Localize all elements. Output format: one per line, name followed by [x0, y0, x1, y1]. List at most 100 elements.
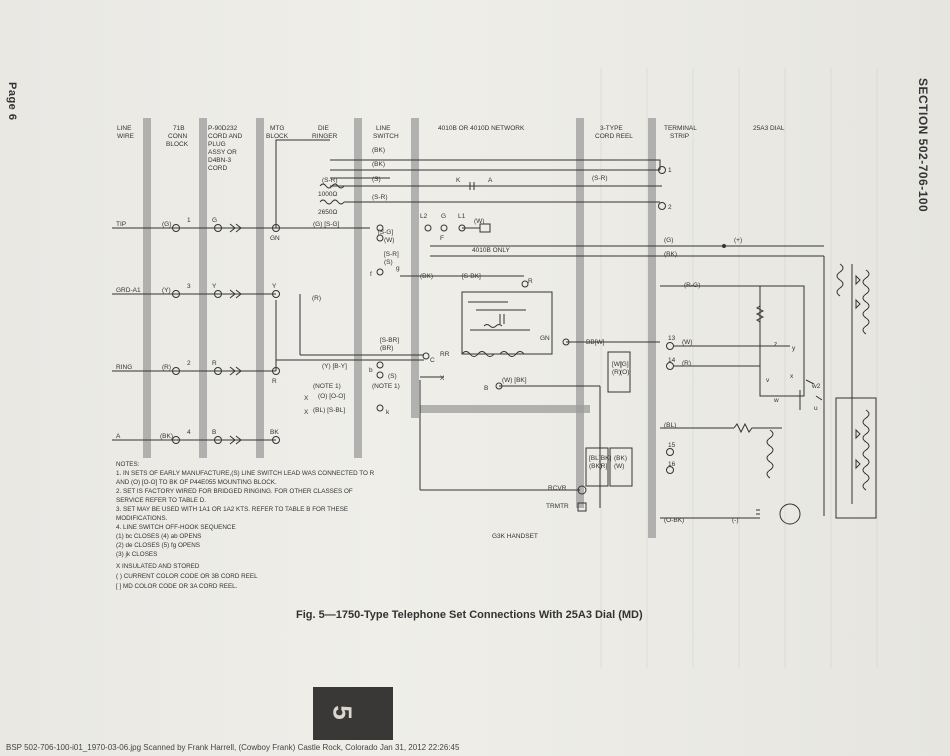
figure-caption: Fig. 5—1750-Type Telephone Set Connectio…: [296, 609, 643, 621]
lbl-c: C: [430, 357, 435, 364]
lbl-b-net: B: [484, 385, 488, 392]
hdr-dial: 25A3 DIAL: [753, 125, 785, 132]
lbl-n3: 3: [187, 283, 191, 290]
wiring-diagram: LINE WIRE 71B CONN BLOCK P-90D232 CORD A…: [112, 118, 877, 621]
lbl-a-small: A: [488, 177, 493, 184]
note-2: AND (O) [O-O] TO BK OF P44E055 MOUNTING …: [116, 479, 277, 486]
lbl-cr-bk: (BK): [589, 463, 602, 470]
lbl-w2: (W): [474, 218, 484, 225]
lbl-w1: (W): [384, 237, 394, 244]
lbl-yb: (Y) [B-Y]: [322, 363, 347, 370]
cord-reel-terminal: [W] (R) [G] (O) [BL] (BK) [BK] [R] (BK) …: [492, 167, 824, 540]
lbl-t13: 13: [668, 335, 676, 342]
hdr-plug-4: ASSY OR: [208, 149, 237, 156]
row-ring: RING: [116, 364, 132, 371]
lbl-g: G: [212, 217, 217, 224]
lbl-z: z: [774, 341, 777, 348]
lbl-l2: L2: [420, 213, 428, 220]
lbl-note1b: (NOTE 1): [372, 383, 400, 390]
lbl-oo: (O) [O-O]: [318, 393, 345, 400]
lbl-cr-r2: [R]: [599, 463, 608, 470]
lbl-trmtr: TRMTR: [546, 503, 569, 510]
lbl-cr-w2: (W): [614, 463, 624, 470]
lbl-s1: (S): [372, 176, 381, 183]
lbl-w3: (W): [682, 339, 692, 346]
scan-footer: BSP 502-706-100-i01_1970-03-06.jpg Scann…: [6, 743, 460, 752]
lbl-x-small: x: [790, 373, 794, 380]
lbl-y-letter2: Y: [272, 283, 277, 290]
hdr-ringer-1: DIE: [318, 125, 330, 132]
lbl-cr-bl: [BL]: [589, 455, 601, 462]
hdr-network: 4010B OR 4010D NETWORK: [438, 125, 525, 132]
lbl-w-small: w: [773, 397, 779, 404]
lbl-bk1: (BK): [372, 147, 385, 154]
lbl-y-letter1: Y: [212, 283, 217, 290]
lbl-minus: (-): [732, 517, 739, 524]
note-10: (3) jk CLOSES: [116, 551, 157, 558]
note-11: X INSULATED AND STORED: [116, 563, 200, 570]
lbl-t2: 2: [668, 204, 672, 211]
section-tab-number: 5: [327, 705, 358, 720]
lbl-bk3: (BK): [160, 433, 173, 440]
lbl-sr3: (S-R): [592, 175, 608, 182]
lbl-g-small: g: [396, 265, 400, 272]
note-4: SERVICE REFER TO TABLE D.: [116, 497, 206, 504]
lbl-cr-bk3: (BK): [614, 455, 627, 462]
lbl-cr-r: (R): [612, 369, 621, 376]
hdr-line-wire-2: WIRE: [117, 133, 135, 140]
lbl-f: f: [370, 271, 372, 278]
lbl-bk2: (BK): [372, 161, 385, 168]
lbl-x3: X: [440, 375, 445, 382]
lbl-r-net: R: [528, 278, 533, 285]
lbl-sr1: (S-R): [372, 194, 388, 201]
lbl-s-sr: [S-R]: [384, 251, 399, 258]
lbl-u: u: [814, 405, 818, 412]
lbl-handset: G3K HANDSET: [492, 533, 538, 540]
lbl-n2: 2: [187, 360, 191, 367]
lbl-only: 4010B ONLY: [472, 247, 510, 254]
hdr-switch-1: LINE: [376, 125, 391, 132]
lbl-r-letter2: R: [272, 378, 277, 385]
hdr-plug-5: D4BN-3: [208, 157, 232, 164]
lbl-bk5: (BK): [664, 251, 677, 258]
note-12: ( ) CURRENT COLOR CODE OR 3B CORD REEL: [116, 573, 258, 580]
lbl-v: v: [766, 377, 770, 384]
lbl-rr: RR: [440, 351, 450, 358]
lbl-n1: 1: [187, 217, 191, 224]
lbl-t1: 1: [668, 167, 672, 174]
lbl-obk: (O-BK): [664, 517, 684, 524]
lbl-br: (BR): [380, 345, 393, 352]
hdr-ringer-2: RINGER: [312, 133, 338, 140]
hdr-term-1: TERMINAL: [664, 125, 697, 132]
lbl-y-small: y: [792, 345, 796, 352]
network-wiring: L2 G L1 (W) F 4010B ONLY K A (S-R) (S-R)…: [322, 166, 824, 508]
hdr-plug-2: CORD AND: [208, 133, 243, 140]
lbl-r2: (R): [682, 360, 691, 367]
note-5: 3. SET MAY BE USED WITH 1A1 OR 1A2 KTS. …: [116, 506, 348, 513]
lbl-bl: (BL): [664, 422, 676, 429]
lbl-note1a: (NOTE 1): [313, 383, 341, 390]
lbl-g2: (G): [664, 237, 673, 244]
lbl-y1: (Y): [162, 287, 171, 294]
row-tip: TIP: [116, 221, 126, 228]
note-1: 1. IN SETS OF EARLY MANUFACTURE,(S) LINE…: [116, 470, 375, 477]
lbl-n4: 4: [187, 429, 191, 436]
lbl-t16: 16: [668, 461, 676, 468]
hdr-plug-1: P-90D232: [208, 125, 238, 132]
lbl-r-letter1: R: [212, 360, 217, 367]
lbl-s3: (S): [388, 373, 397, 380]
lbl-t14: 14: [668, 357, 676, 364]
lbl-ohm1: 1000Ω: [318, 191, 337, 198]
lbl-b-small: b: [369, 367, 373, 374]
lbl-plus: (+): [734, 237, 742, 244]
hdr-conn-1: 71B: [173, 125, 185, 132]
lbl-g1: (G): [162, 221, 171, 228]
column-headers: LINE WIRE 71B CONN BLOCK P-90D232 CORD A…: [117, 125, 785, 172]
lbl-w2-small: w2: [811, 383, 821, 390]
lbl-r-paren: (R): [312, 295, 321, 302]
notes: NOTES: 1. IN SETS OF EARLY MANUFACTURE,(…: [116, 461, 375, 590]
lbl-k: K: [456, 177, 461, 184]
lbl-s2: (S): [384, 259, 393, 266]
lbl-wbk: (W) [BK]: [502, 377, 527, 384]
section-tab: [313, 687, 393, 740]
